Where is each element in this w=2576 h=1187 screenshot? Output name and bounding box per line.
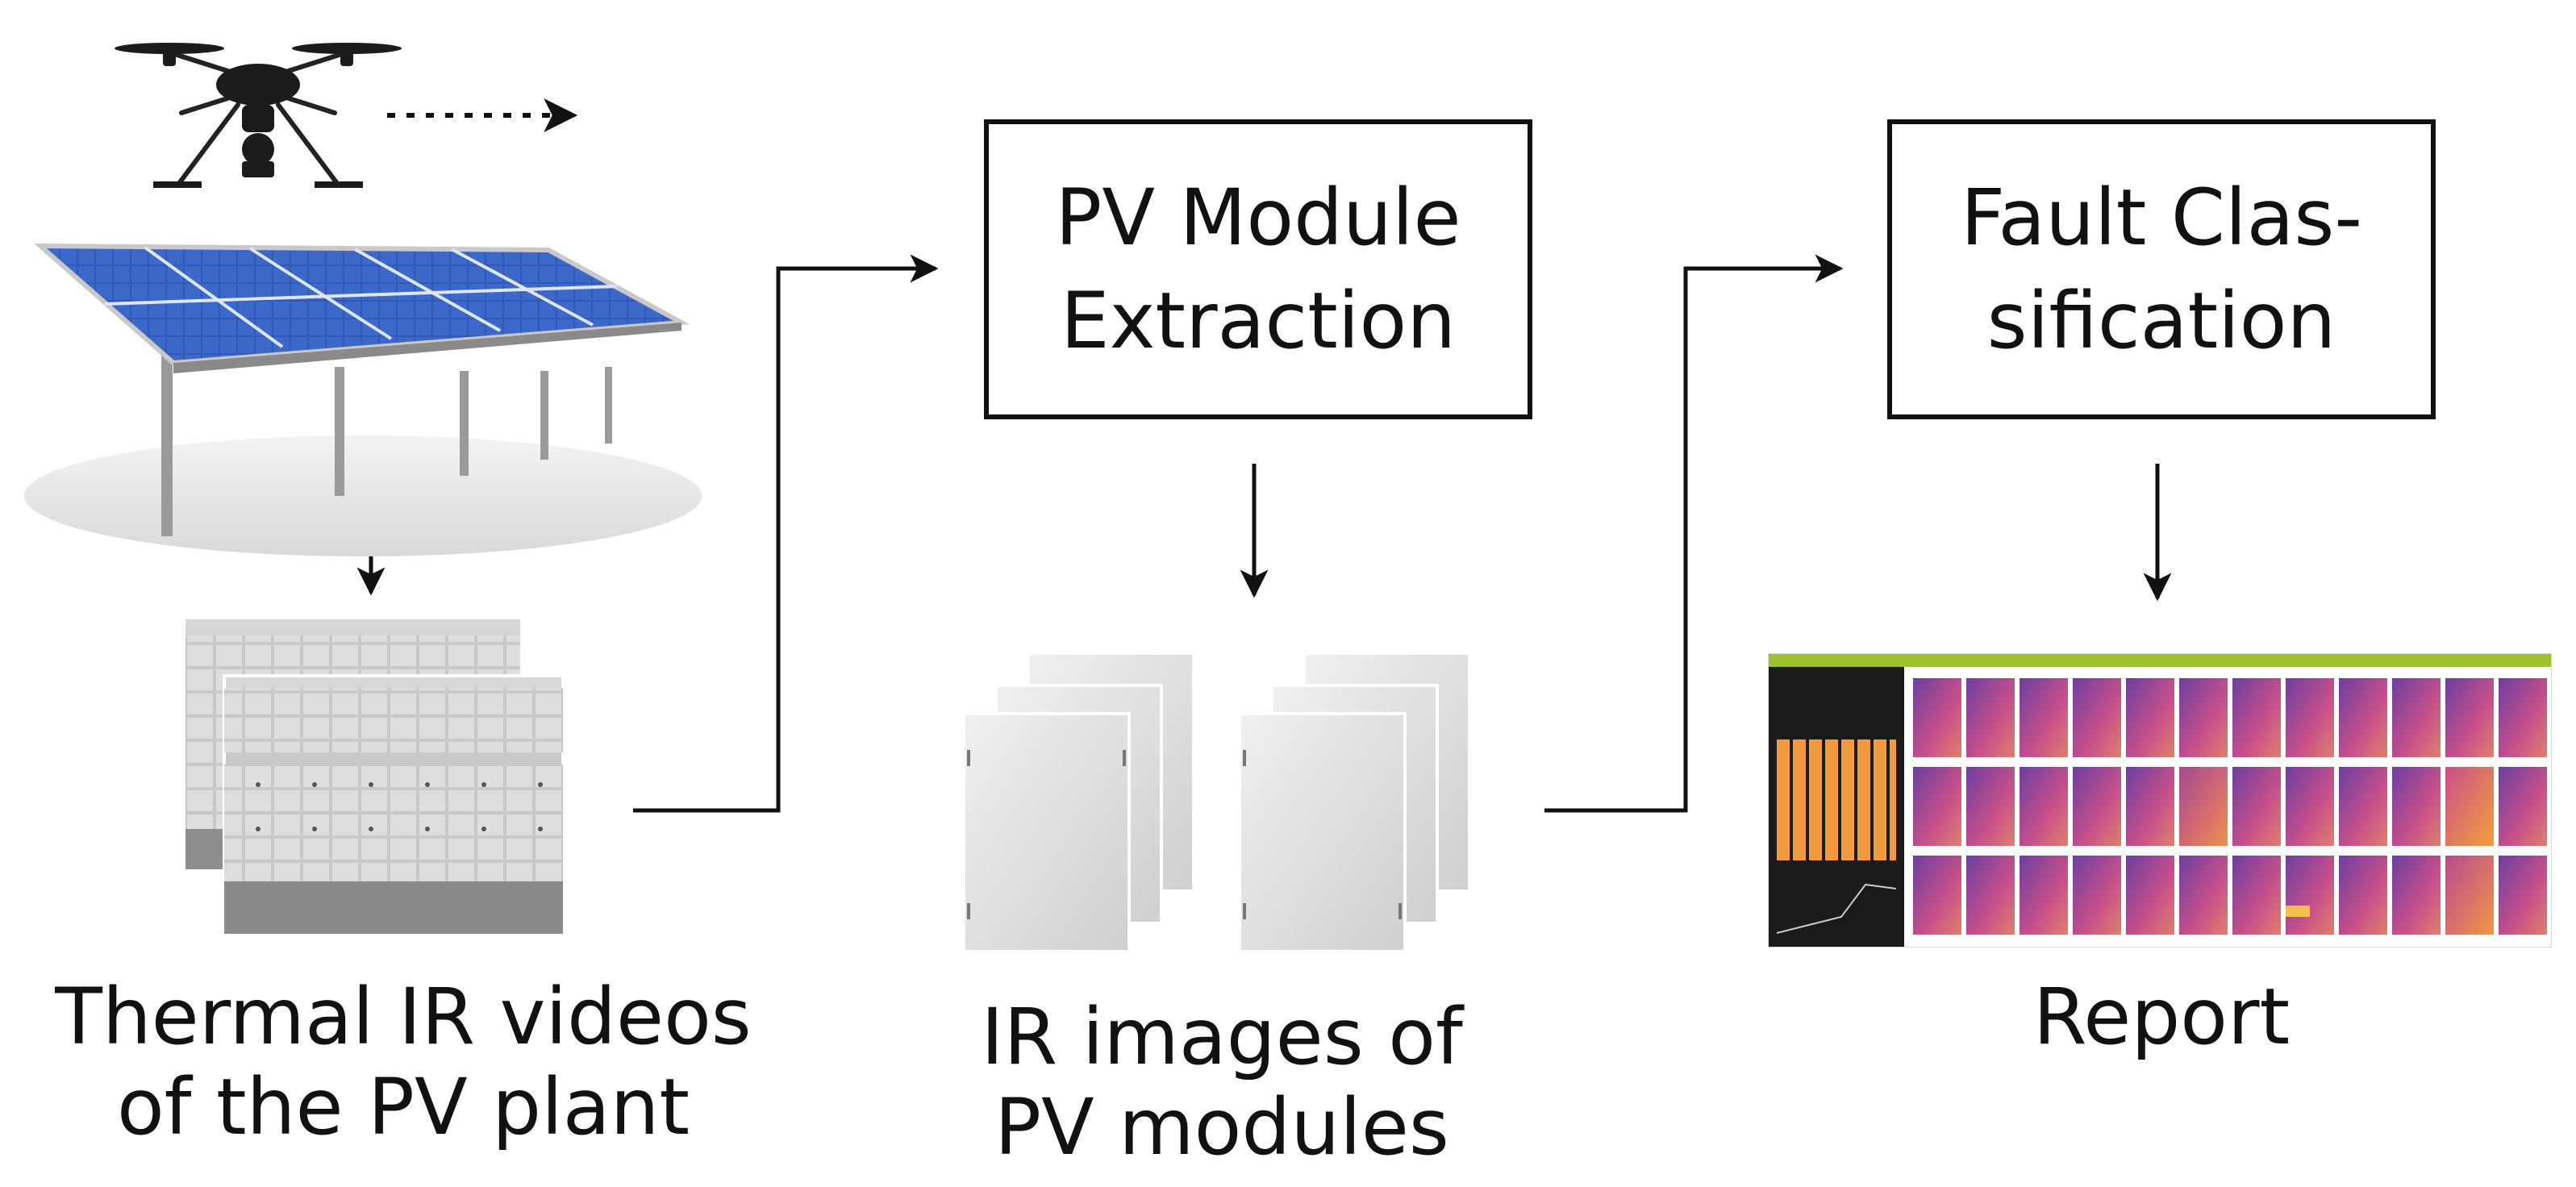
solar-panel-array-icon: [24, 243, 702, 556]
report-screenshot-icon: [1768, 653, 2552, 948]
ir-module-images-icon: [964, 653, 1471, 953]
caption-ir-images-line1: IR images of: [981, 992, 1463, 1082]
report-sidebar-chart: [1777, 883, 1896, 934]
thermal-video-frames-icon: [185, 619, 565, 935]
caption-thermal-videos: Thermal IR videos of the PV plant: [0, 972, 807, 1152]
extraction-label-line2: Extraction: [1060, 276, 1457, 366]
classification-label-line2: sification: [1986, 276, 2336, 366]
caption-ir-images: IR images of PV modules: [851, 992, 1593, 1172]
drone-icon: [115, 43, 402, 188]
caption-report-line1: Report: [2032, 972, 2290, 1062]
classification-label-line1: Fault Clas-: [1960, 173, 2363, 263]
caption-report: Report: [1839, 972, 2484, 1062]
caption-ir-images-line2: PV modules: [994, 1082, 1449, 1172]
arrow-video-to-extraction: [633, 254, 939, 813]
fault-classification-box: Fault Clas- sification: [1887, 119, 2436, 419]
caption-thermal-line1: Thermal IR videos: [55, 972, 752, 1062]
report-sidebar-grid: [1777, 739, 1896, 860]
extraction-label-line1: PV Module: [1055, 173, 1461, 263]
arrow-images-to-classification: [1544, 254, 1844, 813]
pv-module-extraction-box: PV Module Extraction: [984, 119, 1532, 419]
report-thermal-grid: [1911, 672, 2549, 946]
caption-thermal-line2: of the PV plant: [116, 1062, 690, 1152]
report-top-bar: [1769, 654, 2551, 667]
report-sidebar: [1769, 667, 1904, 947]
